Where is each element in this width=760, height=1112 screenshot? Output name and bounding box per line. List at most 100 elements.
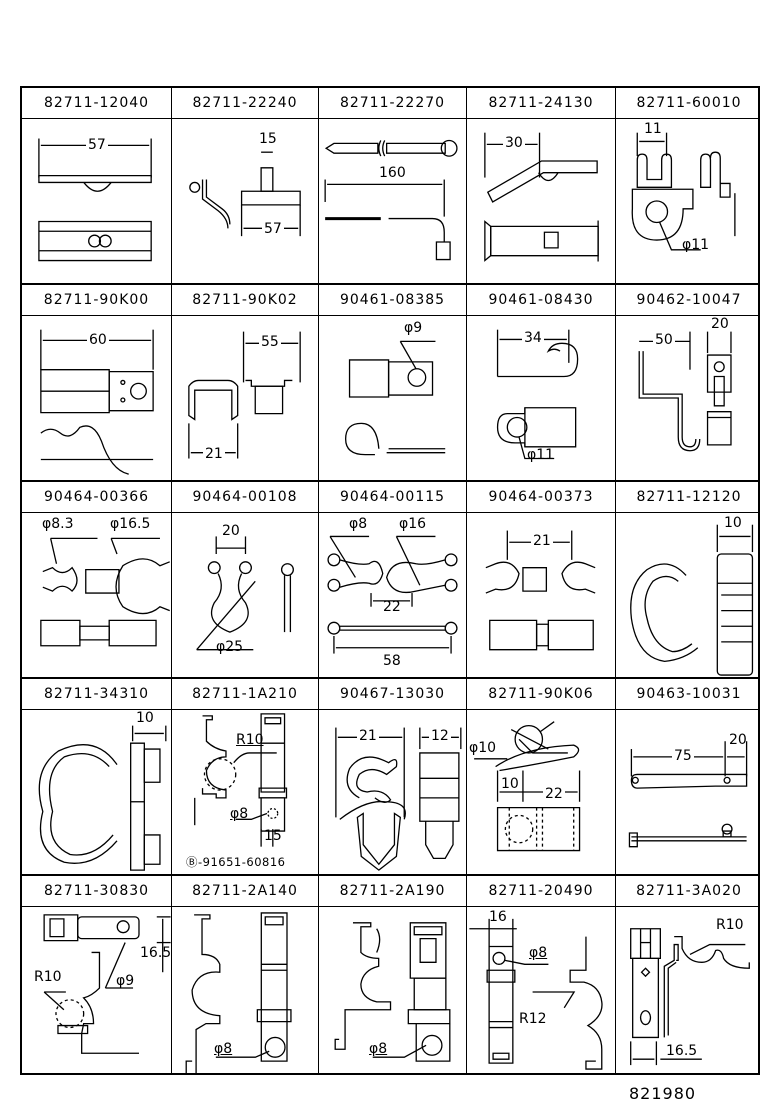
dimension-label: 16.5 bbox=[140, 945, 172, 961]
dimension-label: R12 bbox=[519, 1011, 547, 1027]
dimension-label: 160 bbox=[377, 165, 408, 181]
dimension-label: φ11 bbox=[682, 237, 710, 253]
dimension-label: 10 bbox=[136, 710, 154, 726]
part-figure: 16 φ8 R12 bbox=[467, 907, 615, 1073]
part-number: 90464-00373 bbox=[467, 482, 615, 513]
part-cell: 82711-90K02 55 21 bbox=[172, 285, 319, 482]
harness-clamp-drawing bbox=[467, 119, 615, 283]
bracket-clamp-drawing bbox=[172, 710, 318, 874]
part-number: 90464-00115 bbox=[319, 482, 466, 513]
part-number: 82711-90K00 bbox=[22, 285, 171, 316]
clip-pin-drawing bbox=[319, 119, 466, 283]
dimension-label: φ16 bbox=[399, 516, 427, 532]
dimension-label: 20 bbox=[711, 316, 729, 332]
dimension-label: φ9 bbox=[404, 320, 423, 336]
part-number: 90463-10031 bbox=[616, 679, 760, 710]
part-cell: 82711-12120 10 bbox=[616, 482, 760, 679]
dimension-label: 75 bbox=[672, 748, 694, 764]
part-figure: 10 bbox=[616, 513, 760, 677]
harness-clamp-drawing bbox=[22, 119, 171, 283]
bracket-clamp-drawing bbox=[616, 119, 760, 283]
dimension-label: 15 bbox=[264, 828, 282, 844]
part-number: 82711-34310 bbox=[22, 679, 171, 710]
part-cell: 82711-60010 11 φ11 bbox=[616, 88, 760, 285]
clamp-plate-drawing bbox=[22, 316, 171, 480]
dimension-label: R10 bbox=[236, 732, 264, 748]
dimension-label: 34 bbox=[522, 330, 544, 346]
bracket-clamp-drawing bbox=[467, 907, 615, 1073]
part-number: 90461-08430 bbox=[467, 285, 615, 316]
part-figure: φ10 10 22 bbox=[467, 710, 615, 874]
dimension-label: 50 bbox=[653, 332, 675, 348]
dimension-label: 10 bbox=[724, 515, 742, 531]
dimension-label: 12 bbox=[429, 728, 451, 744]
tube-clip-drawing bbox=[172, 513, 318, 677]
part-cell: 82711-30830 16.5 R10 φ9 bbox=[22, 876, 172, 1073]
part-number: 82711-22240 bbox=[172, 88, 318, 119]
part-cell: 82711-90K06 φ10 10 22 bbox=[467, 679, 616, 876]
part-figure: 55 21 bbox=[172, 316, 318, 480]
part-number: 82711-20490 bbox=[467, 876, 615, 907]
part-number: 90464-00108 bbox=[172, 482, 318, 513]
part-figure: 34 φ11 bbox=[467, 316, 615, 480]
dimension-label: 21 bbox=[203, 446, 225, 462]
dimension-label: φ25 bbox=[216, 639, 244, 655]
double-tube-clip-drawing bbox=[319, 513, 466, 677]
part-figure: φ9 bbox=[319, 316, 466, 480]
dimension-label: φ8 bbox=[369, 1041, 388, 1057]
part-cell: 82711-1A210 R10 φ8 15 Ⓑ-91651-60816 bbox=[172, 679, 319, 876]
part-cell: 90461-08430 34 φ11 bbox=[467, 285, 616, 482]
edge-clip-drawing bbox=[172, 316, 318, 480]
part-cell: 90464-00373 21 bbox=[467, 482, 616, 679]
part-cell: 90462-10047 50 20 bbox=[616, 285, 760, 482]
part-figure: 30 bbox=[467, 119, 615, 283]
dimension-label: φ8 bbox=[214, 1041, 233, 1057]
reference-bolt-number: Ⓑ-91651-60816 bbox=[186, 855, 286, 869]
part-figure: φ8.3 φ16.5 bbox=[22, 513, 171, 677]
dimension-label: φ8 bbox=[230, 806, 249, 822]
part-cell: 82711-22240 15 57 bbox=[172, 88, 319, 285]
part-number: 82711-22270 bbox=[319, 88, 466, 119]
strap-clip-drawing bbox=[616, 710, 760, 874]
part-number: 82711-12040 bbox=[22, 88, 171, 119]
dimension-label: 55 bbox=[259, 334, 281, 350]
part-number: 90464-00366 bbox=[22, 482, 171, 513]
cushion-clamp-drawing bbox=[319, 316, 466, 480]
bracket-clamp-drawing bbox=[22, 907, 171, 1073]
bracket-clamp-drawing bbox=[616, 907, 760, 1073]
part-figure: φ8 bbox=[319, 907, 466, 1073]
part-cell: 82711-12040 57 bbox=[22, 88, 172, 285]
part-number: 82711-3A020 bbox=[616, 876, 760, 907]
part-figure: φ8 bbox=[172, 907, 318, 1073]
c-clamp-drawing bbox=[22, 710, 171, 874]
dimension-label: 22 bbox=[543, 786, 565, 802]
part-figure: 57 bbox=[22, 119, 171, 283]
part-cell: 90464-00115 φ8 φ16 22 58 bbox=[319, 482, 467, 679]
part-cell: 90461-08385 φ9 bbox=[319, 285, 467, 482]
dimension-label: R10 bbox=[716, 917, 744, 933]
dimension-label: 20 bbox=[729, 732, 747, 748]
part-figure: 21 12 bbox=[319, 710, 466, 874]
dimension-label: 57 bbox=[86, 137, 108, 153]
part-number: 90462-10047 bbox=[616, 285, 760, 316]
part-number: 82711-12120 bbox=[616, 482, 760, 513]
part-figure: 160 bbox=[319, 119, 466, 283]
dimension-label: 30 bbox=[503, 135, 525, 151]
part-figure: 16.5 R10 φ9 bbox=[22, 907, 171, 1073]
dimension-label: φ16.5 bbox=[110, 516, 151, 532]
part-figure: 20 φ25 bbox=[172, 513, 318, 677]
part-cell: 90464-00366 φ8.3 φ16.5 bbox=[22, 482, 172, 679]
part-cell: 82711-24130 30 bbox=[467, 88, 616, 285]
part-number: 82711-30830 bbox=[22, 876, 171, 907]
dimension-label: φ11 bbox=[527, 447, 555, 463]
part-number: 82711-90K06 bbox=[467, 679, 615, 710]
part-number: 82711-1A210 bbox=[172, 679, 318, 710]
part-figure: 15 57 bbox=[172, 119, 318, 283]
part-figure: R10 φ8 15 Ⓑ-91651-60816 bbox=[172, 710, 318, 874]
part-figure: 11 φ11 bbox=[616, 119, 760, 283]
part-cell: 90464-00108 20 φ25 bbox=[172, 482, 319, 679]
part-figure: 10 bbox=[22, 710, 171, 874]
part-cell: 82711-22270 160 bbox=[319, 88, 467, 285]
dimension-label: 22 bbox=[383, 599, 401, 615]
part-cell: 82711-3A020 R10 16.5 bbox=[616, 876, 760, 1073]
